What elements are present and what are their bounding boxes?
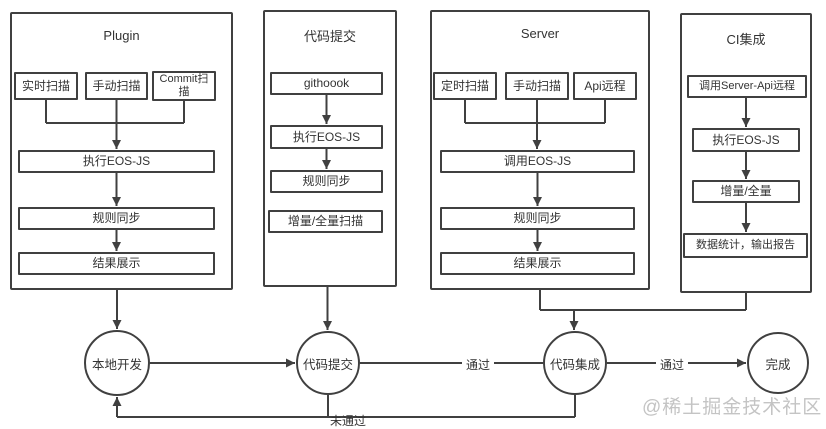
server-panel-title: Server	[520, 26, 560, 41]
commit-incr-full-scan-box: 增量/全量扫描	[268, 210, 383, 233]
pass-label-1: 通过	[462, 356, 495, 373]
plugin-rule-sync-box: 规则同步	[18, 207, 215, 230]
plugin-commit-scan-box: Commit扫描	[152, 71, 216, 101]
code-commit-node: 代码提交	[296, 331, 360, 395]
ci-call-server-api-box: 调用Server-Api远程	[687, 75, 807, 98]
server-api-remote-box: Api远程	[573, 72, 637, 100]
commit-rule-sync-box: 规则同步	[270, 170, 383, 193]
plugin-panel: Plugin	[10, 12, 233, 290]
commit-exec-eos-js-box: 执行EOS-JS	[270, 125, 383, 149]
watermark: @稀土掘金技术社区	[642, 397, 823, 418]
local-dev-node: 本地开发	[84, 330, 150, 396]
server-result-display-box: 结果展示	[440, 252, 635, 275]
ci-exec-eos-js-box: 执行EOS-JS	[692, 128, 800, 152]
ci-panel-title: CI集成	[726, 32, 766, 47]
ci-panel: CI集成	[680, 13, 812, 293]
fail-label: 未通过	[330, 414, 367, 428]
pass-label-2: 通过	[656, 356, 689, 373]
server-timed-scan-box: 定时扫描	[433, 72, 497, 100]
code-integration-node: 代码集成	[543, 331, 607, 395]
plugin-result-display-box: 结果展示	[18, 252, 215, 275]
plugin-manual-scan-box: 手动扫描	[85, 72, 148, 100]
ci-stats-report-box: 数据统计，输出报告	[683, 233, 808, 258]
server-call-eos-js-box: 调用EOS-JS	[440, 150, 635, 173]
ci-incr-full-box: 增量/全量	[692, 180, 800, 203]
done-node: 完成	[747, 332, 809, 394]
plugin-panel-title: Plugin	[103, 28, 140, 43]
server-manual-scan-box: 手动扫描	[505, 72, 569, 100]
plugin-exec-eos-js-box: 执行EOS-JS	[18, 150, 215, 173]
server-panel: Server	[430, 10, 650, 290]
code-commit-panel: 代码提交	[263, 10, 397, 287]
code-commit-panel-title: 代码提交	[303, 29, 356, 44]
commit-githook-box: githoook	[270, 72, 383, 95]
server-rule-sync-box: 规则同步	[440, 207, 635, 230]
plugin-realtime-scan-box: 实时扫描	[14, 72, 78, 100]
